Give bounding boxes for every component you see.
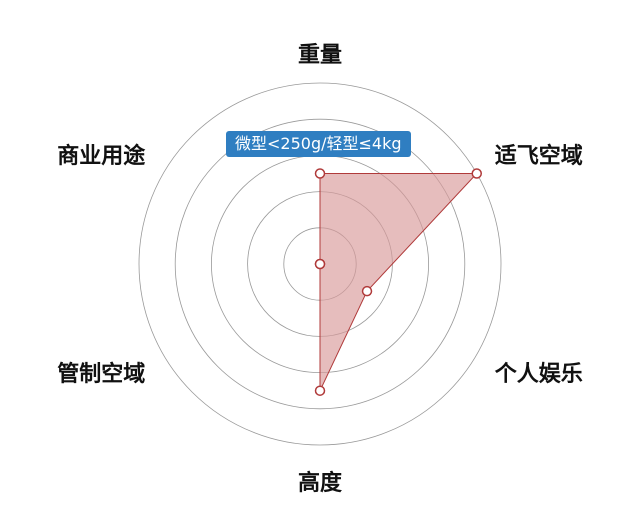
axis-label-0: 重量 [298,43,342,68]
axis-label-1: 适飞空域 [495,143,583,169]
tooltip: 微型<250g/轻型≤4kg [226,131,411,157]
data-point-0[interactable] [314,168,326,179]
data-point-1[interactable] [471,168,483,179]
data-point-3[interactable] [314,385,326,396]
axis-label-2: 个人娱乐 [495,362,583,387]
series-polygon [319,173,478,391]
radar-ring [174,118,466,410]
series-area [319,173,478,391]
data-point-2[interactable] [361,285,373,297]
radar-ring [138,82,502,446]
data-point-5[interactable] [314,258,326,270]
axis-label-5: 商业用途 [57,143,146,169]
axis-label-3: 高度 [298,470,343,496]
series-points [314,168,483,396]
axis-label-4: 管制空域 [57,361,145,387]
